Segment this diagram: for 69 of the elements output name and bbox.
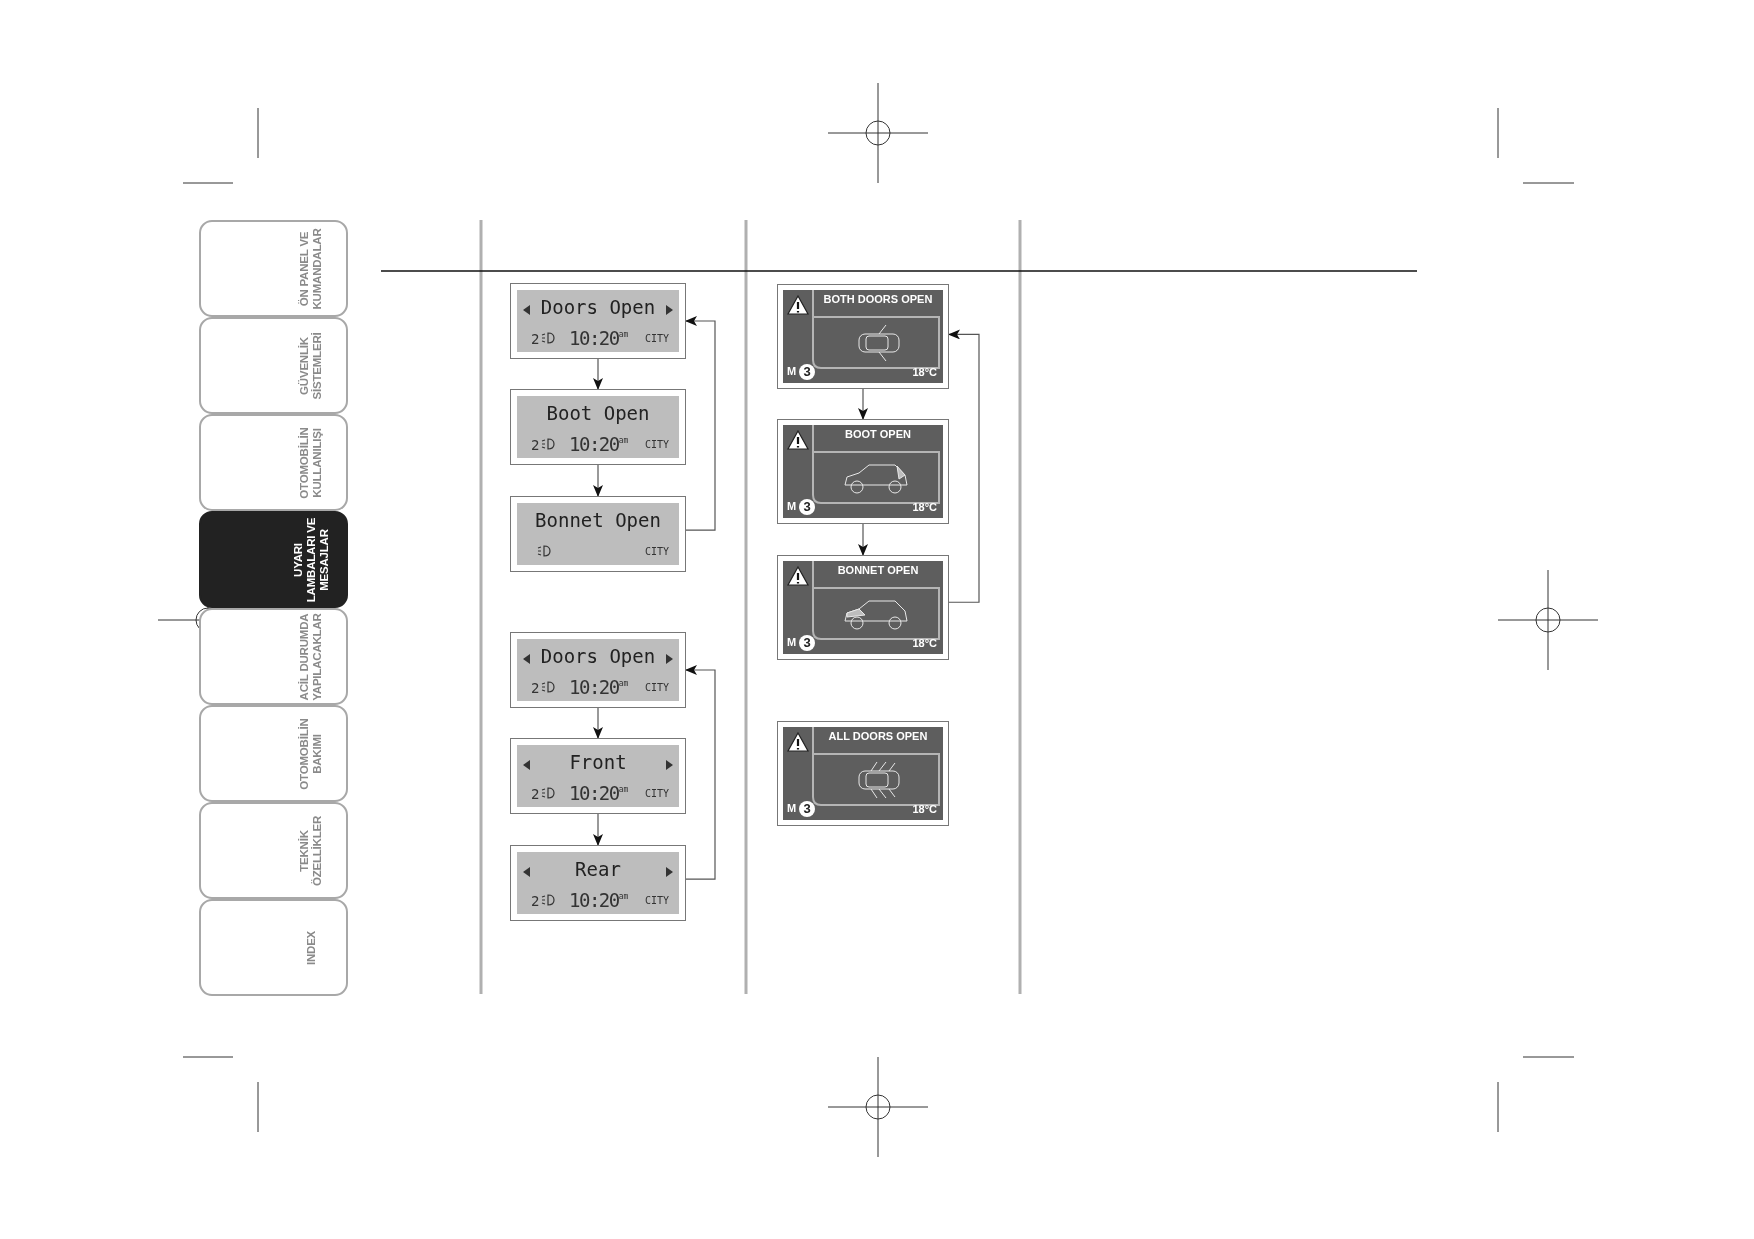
clock-time: 10:20$^{am}$ [569,782,629,804]
tab-label: INDEX [304,929,318,967]
mode-label: M [787,636,797,648]
mode-label: M [787,500,797,512]
temperature-reading: 18°C [912,501,937,513]
display-message: Bonnet Open [535,509,661,531]
clock-time: 10:20$^{am}$ [569,327,629,349]
section-tab [199,608,348,705]
lcd-display-screen [510,389,686,465]
arrow [858,523,868,556]
display-message: Doors Open [540,645,656,667]
arrow [593,813,603,846]
mode-number-badge: 3 [799,364,815,380]
tab-label: UYARI LAMBALARI VE MESAJLAR [291,516,331,604]
drive-mode-label: CITY [644,682,669,693]
temperature-reading: 18°C [912,366,937,378]
lcd-display-screen [510,845,686,921]
mode-label: M [787,365,797,377]
display-message: Doors Open [540,296,656,318]
display-message: Rear [575,858,621,880]
arrow [593,358,603,390]
active-section-tab [199,511,348,608]
gear-indicator: 2 [531,680,540,696]
arrow [593,707,603,739]
mode-label: M [787,802,797,814]
arrow [858,388,868,420]
lcd-display-screen [510,283,686,359]
gear-indicator: 2 [531,331,540,347]
section-tab [199,705,348,802]
drive-mode-label: CITY [644,333,669,344]
warning-message: BONNET OPEN [836,564,920,576]
gear-indicator: 2 [531,786,540,802]
arrow [685,316,716,531]
clock-time: 10:20$^{am}$ [569,433,629,455]
gear-indicator: 2 [531,437,540,453]
drive-mode-label: CITY [644,439,669,450]
tab-label: ÖN PANEL VE KUMANDALAR [298,227,324,312]
section-tab [199,317,348,414]
gear-indicator: 2 [531,893,540,909]
arrow [593,464,603,497]
warning-message: BOOT OPEN [844,428,912,440]
clock-time: 10:20$^{am}$ [569,676,629,698]
tab-label: TEKNİK ÖZELLİKLER [298,814,324,888]
display-message: Boot Open [546,402,650,424]
warning-message: ALL DOORS OPEN [827,730,929,742]
section-tab [199,414,348,511]
temperature-reading: 18°C [912,803,937,815]
arrow [948,329,980,603]
drive-mode-label: CITY [644,895,669,906]
tab-label: GÜVENLİK SİSTEMLERİ [298,331,324,401]
mode-number-badge: 3 [799,635,815,651]
lcd-display-screen [510,632,686,708]
clock-time: 10:20$^{am}$ [569,889,629,911]
tab-label: ACİL DURUMDA YAPILACAKLAR [298,611,324,703]
warning-message: BOTH DOORS OPEN [822,293,934,305]
mode-number-badge: 3 [799,499,815,515]
temperature-reading: 18°C [912,637,937,649]
arrow [685,665,716,880]
drive-mode-label: CITY [644,788,669,799]
mode-number-badge: 3 [799,801,815,817]
lcd-display-screen [510,738,686,814]
drive-mode-label: CITY [644,546,669,557]
tab-label: OTOMOBİLİN KULLANILIŞI [298,425,324,501]
section-tab [199,802,348,899]
section-tab [199,220,348,317]
lcd-display-screen [510,496,686,572]
tab-label: OTOMOBİLİN BAKIMI [298,716,324,792]
section-tab [199,899,348,996]
display-message: Front [569,751,627,773]
